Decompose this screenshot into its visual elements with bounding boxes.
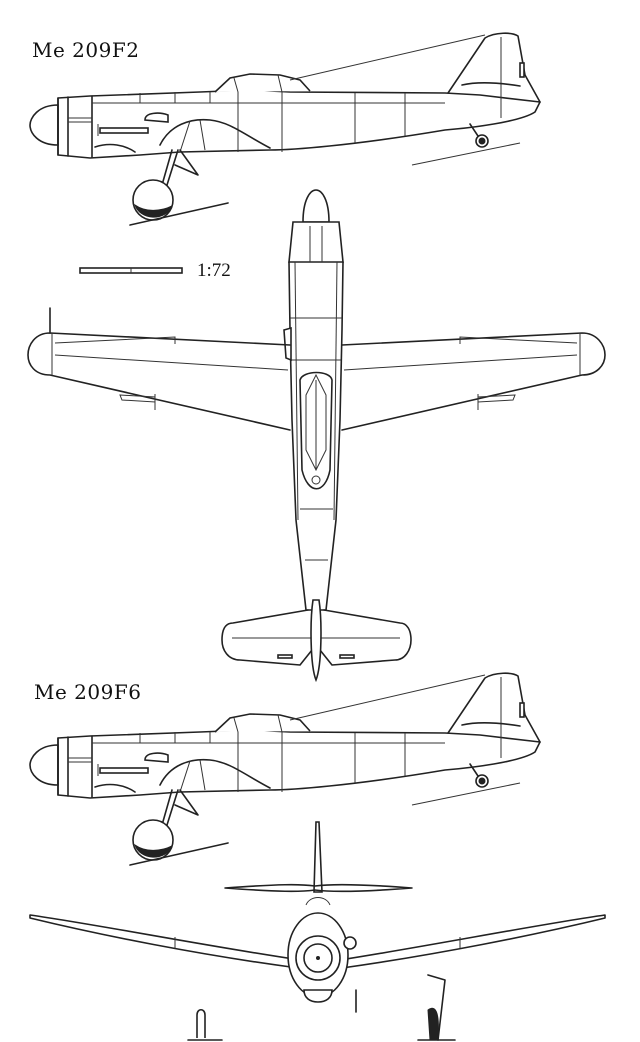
scale-label: 1:72: [197, 260, 231, 281]
side-view-f6: [29, 672, 541, 866]
title-me-209f6: Me 209F6: [34, 680, 142, 704]
scale-bar: [79, 267, 183, 274]
title-me-209f2: Me 209F2: [32, 38, 140, 62]
plan-view: [27, 189, 606, 683]
side-view-f2: [29, 32, 541, 226]
front-view: [29, 821, 606, 1041]
